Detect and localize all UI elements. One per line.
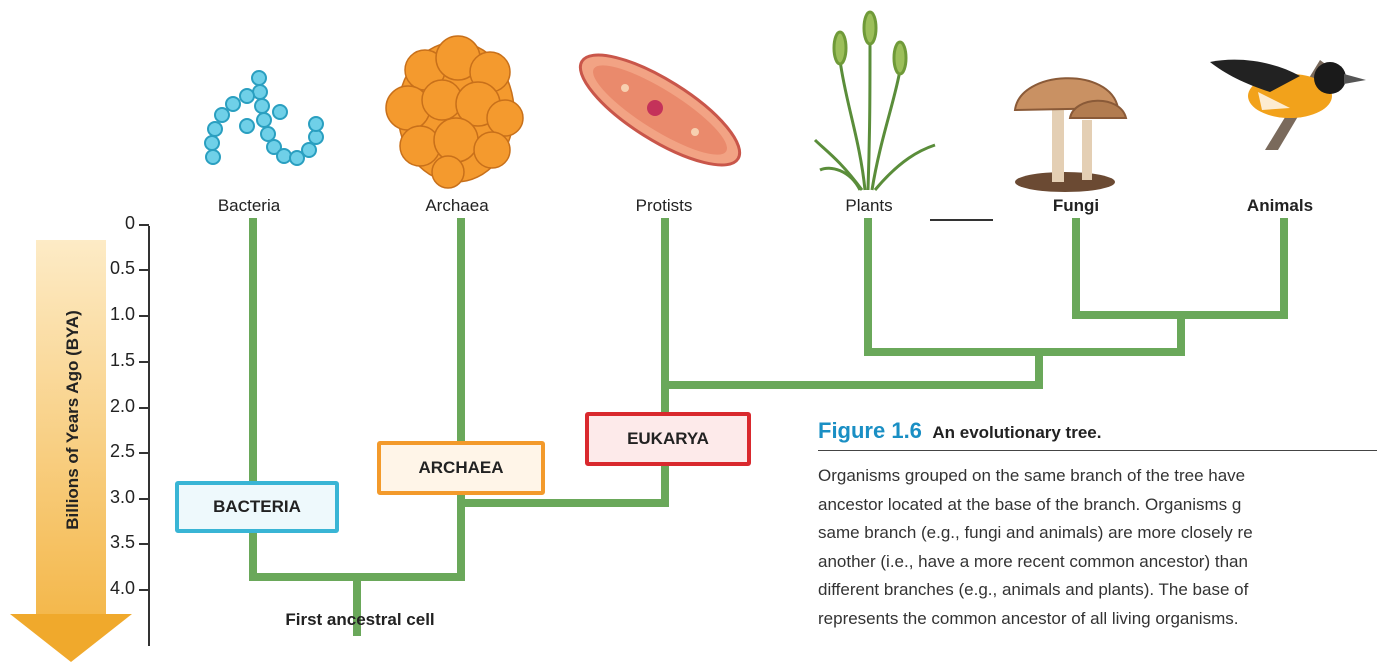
caption-line: represents the common ancestor of all li… <box>818 605 1377 634</box>
caption-line: different branches (e.g., animals and pl… <box>818 576 1377 605</box>
organism-label-archaea: Archaea <box>377 196 537 216</box>
caption-line: same branch (e.g., fungi and animals) ar… <box>818 519 1377 548</box>
oriole-bird-icon <box>1210 60 1366 150</box>
caption-line: Organisms grouped on the same branch of … <box>818 462 1377 491</box>
figure-heading: Figure 1.6 An evolutionary tree. <box>818 418 1101 444</box>
figure-number: Figure 1.6 <box>818 418 922 443</box>
archaea-cluster-icon <box>386 36 523 188</box>
divider-line <box>930 219 993 221</box>
wheat-plant-icon <box>815 12 935 190</box>
organism-label-animals: Animals <box>1200 196 1360 216</box>
figure-rule <box>818 450 1377 451</box>
organism-label-plants: Plants <box>789 196 949 216</box>
caption-line: another (i.e., have a more recent common… <box>818 548 1377 577</box>
caption-line: ancestor located at the base of the bran… <box>818 491 1377 520</box>
domain-box-bacteria: BACTERIA <box>175 481 339 533</box>
mushroom-icon <box>1015 78 1126 192</box>
bacteria-chain-icon <box>205 71 323 165</box>
domain-box-eukarya: EUKARYA <box>585 412 751 466</box>
domain-box-archaea: ARCHAEA <box>377 441 545 495</box>
organism-label-fungi: Fungi <box>996 196 1156 216</box>
root-label: First ancestral cell <box>240 610 480 630</box>
figure-caption: Organisms grouped on the same branch of … <box>818 462 1377 634</box>
paramecium-icon <box>566 36 754 184</box>
organism-label-bacteria: Bacteria <box>169 196 329 216</box>
organism-label-protists: Protists <box>584 196 744 216</box>
figure-title: An evolutionary tree. <box>932 423 1101 442</box>
